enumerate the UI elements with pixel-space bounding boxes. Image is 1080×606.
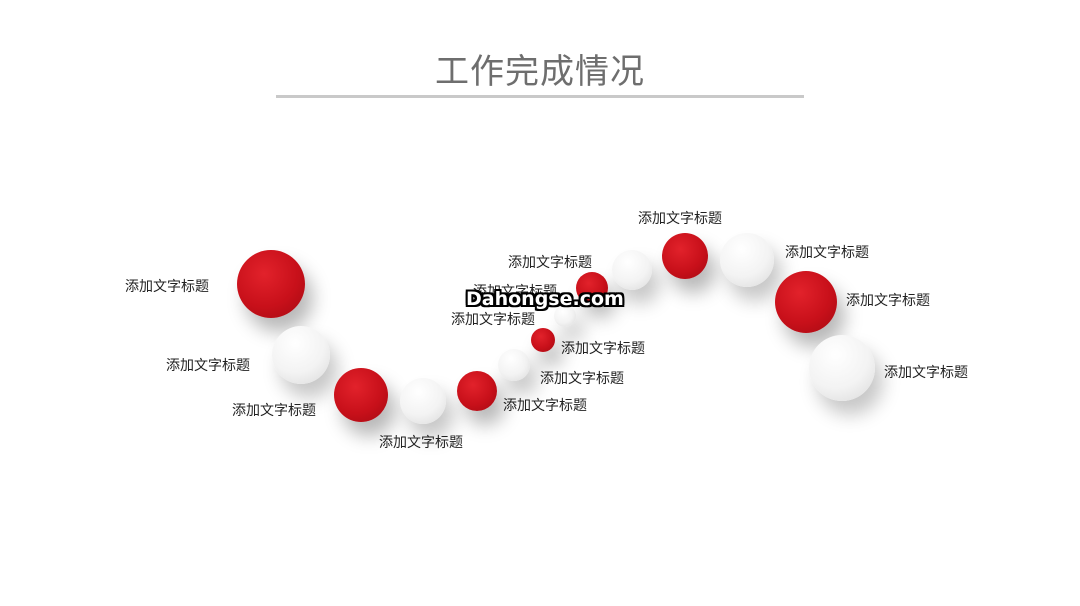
node-12-label: 添加文字标题 [846, 293, 930, 309]
node-13-circle [809, 335, 875, 401]
node-8-circle [576, 272, 608, 304]
node-12-circle [775, 271, 837, 333]
node-4-label: 添加文字标题 [503, 398, 587, 414]
node-4-circle [457, 371, 497, 411]
node-2-circle [334, 368, 388, 422]
node-9-circle [612, 250, 652, 290]
node-11-label: 添加文字标题 [785, 245, 869, 261]
node-0-circle [237, 250, 305, 318]
node-3-label: 添加文字标题 [379, 435, 463, 451]
page-title: 工作完成情况 [435, 52, 645, 92]
node-10-circle [662, 233, 708, 279]
node-3-circle [400, 378, 446, 424]
node-9-label: 添加文字标题 [508, 255, 592, 271]
node-6-circle [531, 328, 555, 352]
node-1-label: 添加文字标题 [166, 358, 250, 374]
node-13-label: 添加文字标题 [884, 365, 968, 381]
node-5-circle [498, 349, 530, 381]
node-11-circle [720, 233, 774, 287]
node-5-label: 添加文字标题 [540, 371, 624, 387]
node-0-label: 添加文字标题 [125, 279, 209, 295]
node-8-label: 添加文字标题 [473, 284, 557, 300]
watermark-text: Dahongse.com [466, 288, 624, 310]
node-7-label: 添加文字标题 [451, 312, 535, 328]
node-10-label: 添加文字标题 [638, 211, 722, 227]
node-1-circle [272, 326, 330, 384]
node-2-label: 添加文字标题 [232, 403, 316, 419]
title-divider [276, 95, 804, 98]
node-6-label: 添加文字标题 [561, 341, 645, 357]
node-7-circle [554, 305, 576, 327]
